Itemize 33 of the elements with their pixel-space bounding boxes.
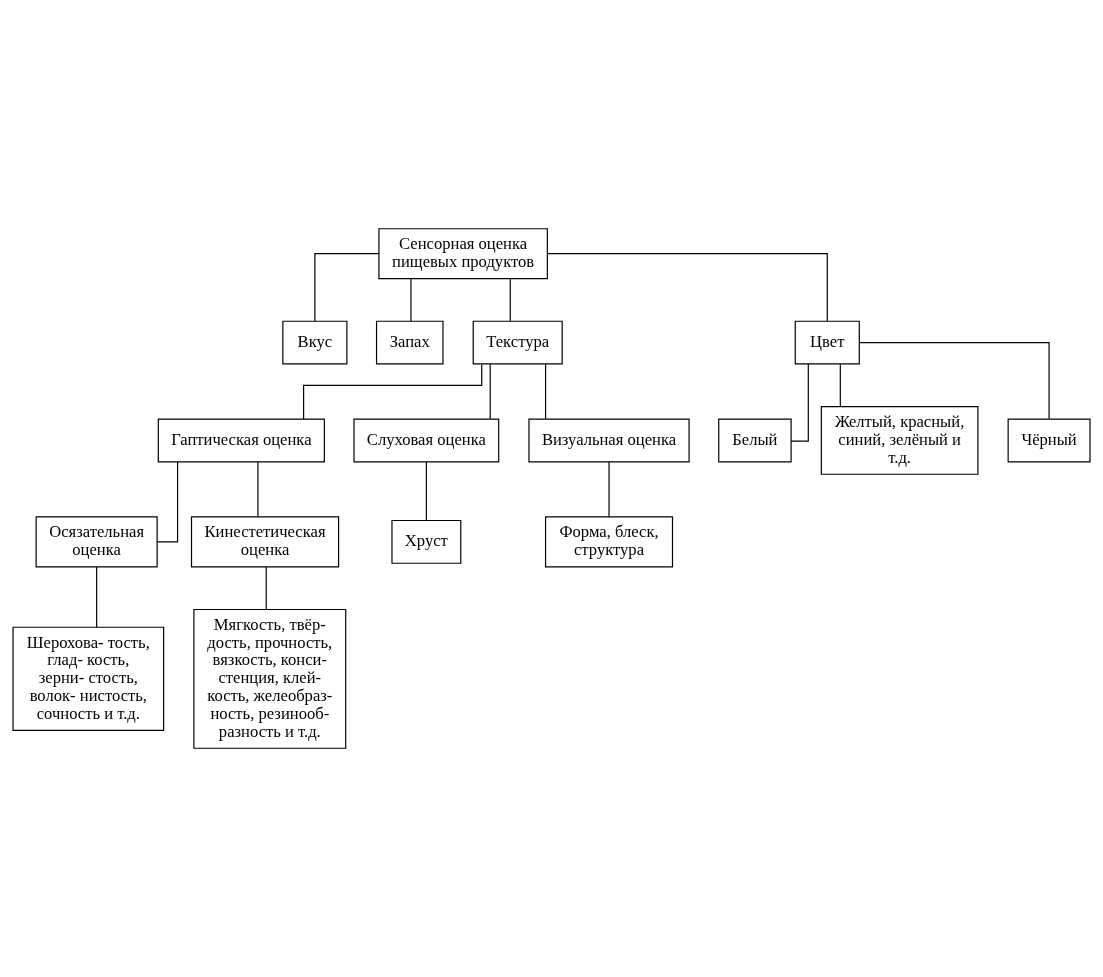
node-box: Запах	[375, 320, 444, 365]
node-box: Осязательная оценка	[35, 516, 158, 568]
node-box: Белый	[718, 418, 792, 463]
connector	[156, 461, 179, 543]
node-box: Текстура	[472, 320, 563, 365]
connector	[544, 363, 547, 420]
node-box: Форма, блеск, структура	[544, 516, 674, 568]
node-box: Вкус	[282, 320, 348, 365]
connector	[839, 363, 841, 408]
connector	[303, 363, 483, 420]
connector	[314, 253, 380, 322]
node-box: Гаптическая оценка	[157, 418, 325, 463]
connector	[489, 363, 491, 420]
connector	[547, 253, 828, 322]
node-box: Чёрный	[1007, 418, 1091, 463]
node-box: Цвет	[794, 320, 860, 365]
node-box: Слуховая оценка	[353, 418, 500, 463]
node-box: Кинестетическая оценка	[190, 516, 340, 568]
connector	[257, 461, 259, 518]
node-box: Визуальная оценка	[528, 418, 690, 463]
connector	[410, 278, 412, 322]
connector	[608, 461, 610, 518]
connector	[96, 566, 98, 628]
node-box: Хруст	[391, 519, 462, 564]
connector	[790, 363, 809, 442]
node-box: Желтый, красный, синий, зелёный и т.д.	[820, 406, 979, 475]
connector	[425, 461, 427, 521]
node-box: Сенсорная оценка пищевых продуктов	[378, 228, 548, 280]
connector	[858, 342, 1050, 420]
node-box: Мягкость, твёр- дость, прочность, вязкость, конси- стенция, клей- кость, желеобраз- ность, резинооб- разность и т.д.	[193, 608, 347, 749]
connector	[265, 566, 267, 610]
node-box: Шерохова- тость, глад- кость, зерни- стость, волок- нистость, сочность и т.д.	[12, 626, 165, 732]
connector	[509, 278, 511, 322]
